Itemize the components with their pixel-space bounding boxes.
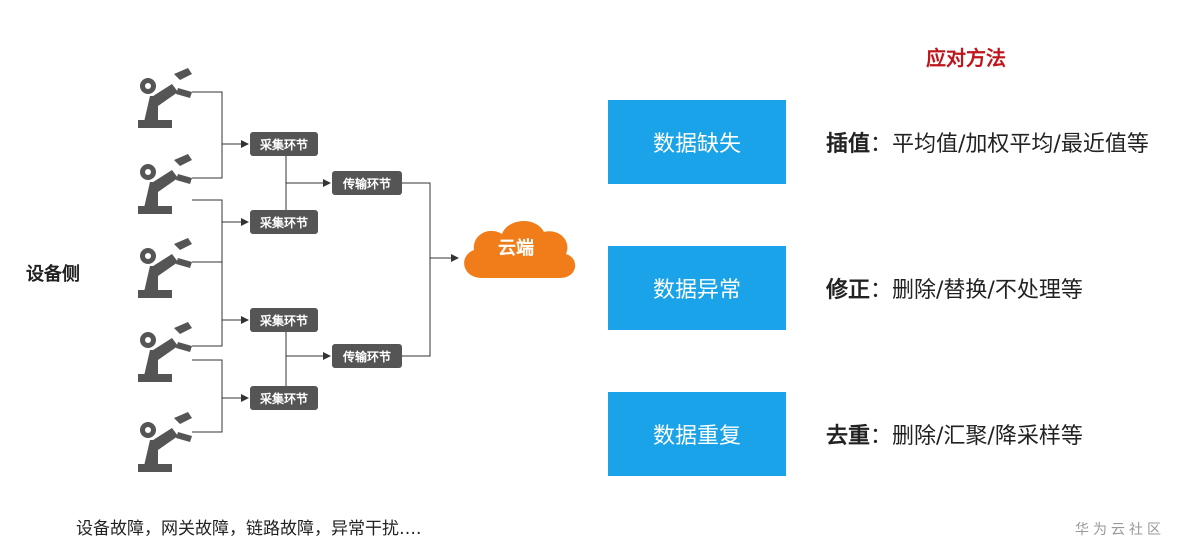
transmit-box: 传输环节	[332, 171, 402, 195]
watermark: 华为云社区	[1075, 522, 1165, 538]
problem-box: 数据重复	[608, 392, 786, 476]
robot-arm-icon	[138, 154, 192, 214]
method-name: 插值	[826, 132, 871, 157]
device-side-label: 设备侧	[26, 264, 80, 285]
cloud-icon	[464, 220, 576, 278]
robot-arm-icon	[138, 68, 192, 128]
method-text: 去重：删除/汇聚/降采样等	[826, 418, 1083, 450]
method-name: 修正	[826, 278, 871, 303]
robot-arm-icon	[138, 238, 192, 298]
collect-box: 采集环节	[250, 308, 318, 332]
method-text: 修正：删除/替换/不处理等	[826, 272, 1083, 304]
problem-box: 数据异常	[608, 246, 786, 330]
method-text: 插值：平均值/加权平均/最近值等	[826, 126, 1149, 158]
cloud-label: 云端	[498, 238, 534, 259]
method-detail: ：删除/汇聚/降采样等	[870, 424, 1083, 449]
method-name: 去重	[826, 424, 871, 449]
transmit-box: 传输环节	[332, 344, 402, 368]
cloud: 云端	[456, 212, 584, 282]
collect-box: 采集环节	[250, 210, 318, 234]
failure-causes-note: 设备故障，网关故障，链路故障，异常干扰….	[76, 519, 422, 539]
method-detail: ：平均值/加权平均/最近值等	[870, 132, 1149, 157]
robot-arm-icon	[138, 322, 192, 382]
method-detail: ：删除/替换/不处理等	[870, 278, 1083, 303]
methods-title: 应对方法	[926, 46, 1006, 70]
collect-box: 采集环节	[250, 132, 318, 156]
robot-arm-icon	[138, 412, 192, 472]
problem-box: 数据缺失	[608, 100, 786, 184]
collect-box: 采集环节	[250, 386, 318, 410]
